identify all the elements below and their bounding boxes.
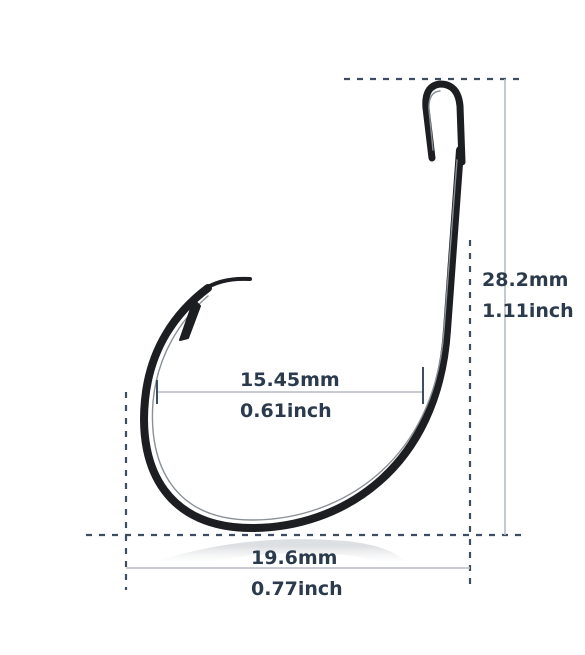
measurement-lines [126,79,506,569]
height-mm-label: 28.2mm [482,269,569,291]
hook-point [201,276,252,292]
measurement-ticks [156,367,424,404]
width-mm-label: 19.6mm [251,547,338,569]
gap-inch-label: 0.61inch [240,400,332,422]
dimension-lines [86,77,522,590]
hook-eye [422,80,466,166]
hook-barb [179,299,201,341]
hook-reflection [158,539,407,573]
hook-body-highlight [151,159,458,521]
width-inch-label: 0.77inch [251,578,343,600]
gap-mm-label: 15.45mm [240,369,340,391]
fishing-hook-icon [140,80,466,532]
height-inch-label: 1.11inch [482,300,574,322]
hook-body [140,146,464,532]
